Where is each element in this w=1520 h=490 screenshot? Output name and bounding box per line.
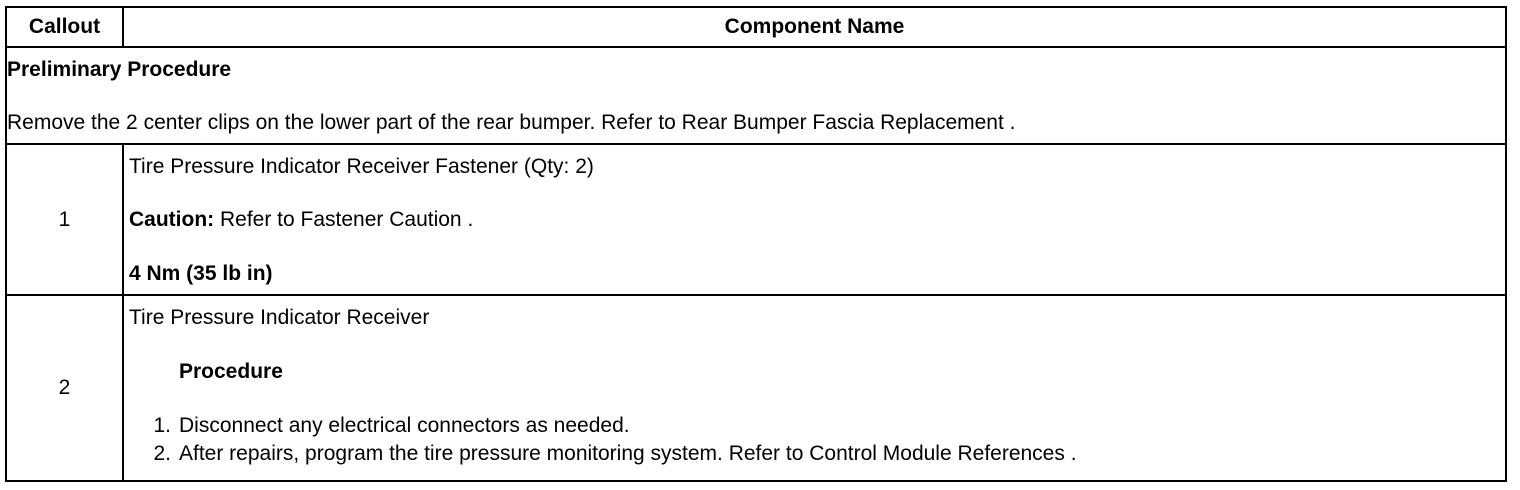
caution-label: Caution: [129,208,215,231]
procedure-step: 2. After repairs, program the tire press… [129,440,1499,468]
procedure-title: Procedure [179,360,283,383]
component-cell: Tire Pressure Indicator Receiver Procedu… [122,294,1507,482]
preliminary-cell: Preliminary Procedure Remove the 2 cente… [5,46,1507,145]
table-header-row: Callout Component Name [5,6,1507,48]
preliminary-text: Remove the 2 center clips on the lower p… [7,111,1016,134]
torque-spec: 4 Nm (35 lb in) [129,262,273,285]
component-table: Callout Component Name Preliminary Proce… [5,6,1507,482]
procedure-step-list: 1. Disconnect any electrical connectors … [129,412,1499,468]
preliminary-title: Preliminary Procedure [7,58,232,81]
callout-header: Callout [5,6,124,48]
step-text: Disconnect any electrical connectors as … [179,414,630,437]
preliminary-row: Preliminary Procedure Remove the 2 cente… [5,46,1507,145]
caution-line: Caution: Refer to Fastener Caution . [129,206,473,233]
callout-number: 1 [5,143,124,296]
procedure-step: 1. Disconnect any electrical connectors … [129,412,1499,440]
callout-number: 2 [5,294,124,482]
caution-text: Refer to Fastener Caution . [214,208,474,231]
component-name-header: Component Name [122,6,1507,48]
step-text: After repairs, program the tire pressure… [179,442,1077,465]
table-row: 2 Tire Pressure Indicator Receiver Proce… [5,294,1507,482]
step-number: 2. [153,442,171,465]
component-name: Tire Pressure Indicator Receiver Fastene… [129,155,594,178]
component-name: Tire Pressure Indicator Receiver [129,306,430,329]
table-row: 1 Tire Pressure Indicator Receiver Faste… [5,143,1507,296]
step-number: 1. [153,414,171,437]
component-cell: Tire Pressure Indicator Receiver Fastene… [122,143,1507,296]
